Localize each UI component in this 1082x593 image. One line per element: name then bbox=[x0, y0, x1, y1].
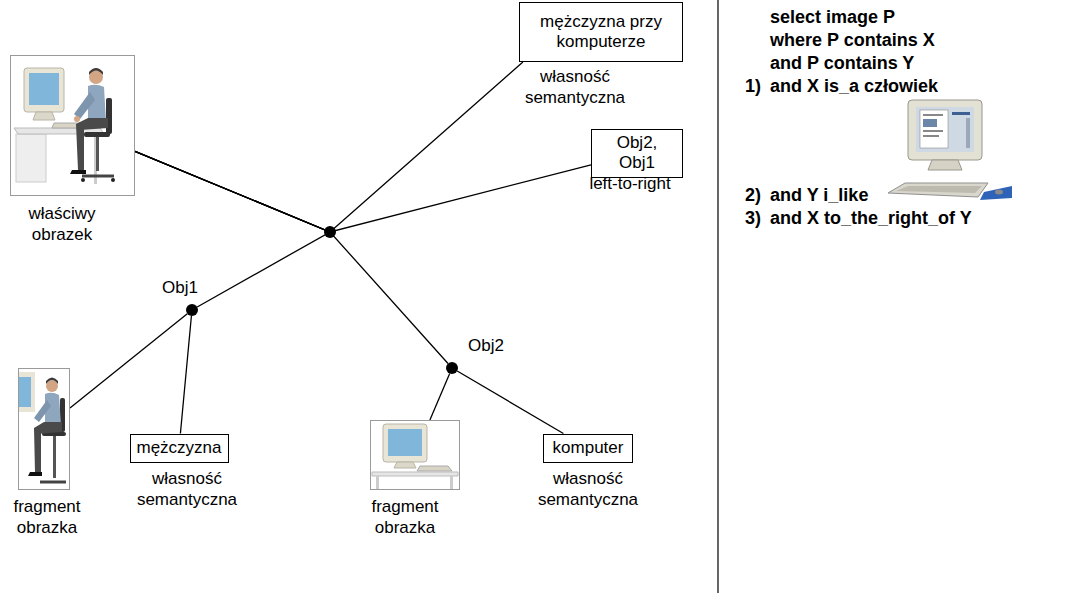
caption-text: własność semantyczna bbox=[517, 66, 633, 109]
picture-fragment-frame: fragment obrazka bbox=[370, 420, 460, 490]
separator-line bbox=[717, 0, 718, 593]
caption-text: właściwy obrazek bbox=[17, 203, 107, 246]
object-label: Obj1 bbox=[155, 277, 205, 298]
query-line: where P contains X bbox=[770, 29, 935, 51]
semantic-box: mężczyzna przy komputerzewłasność semant… bbox=[519, 2, 683, 62]
man-fragment-picture bbox=[18, 368, 70, 490]
query-line: and P contains Y bbox=[770, 52, 914, 74]
object-label: Obj2 bbox=[461, 335, 511, 356]
picture-fragment-frame: fragment obrazka bbox=[18, 368, 70, 490]
caption-text: fragment obrazka bbox=[5, 496, 89, 539]
caption-text: własność semantyczna bbox=[530, 468, 646, 511]
query-line: select image P bbox=[770, 6, 895, 28]
spatial-box: Obj2, Obj1left-to-right bbox=[591, 129, 683, 178]
computer-fragment-picture bbox=[370, 420, 460, 490]
query-line: and Y i_like bbox=[770, 184, 868, 206]
keyboard-icon bbox=[888, 183, 1012, 200]
box-text: mężczyzna przy komputerze bbox=[525, 12, 677, 53]
computer-icon bbox=[908, 100, 982, 170]
query-line: and X to_the_right_of Y bbox=[770, 207, 972, 229]
tree-connector bbox=[135, 151, 448, 363]
tree-connector bbox=[430, 374, 450, 421]
tree-connector bbox=[70, 314, 187, 408]
caption-text: fragment obrazka bbox=[363, 496, 447, 539]
box-text: komputer bbox=[553, 438, 624, 458]
callout-number: 3) bbox=[745, 207, 761, 229]
object-node-dot: Obj1 bbox=[186, 304, 198, 316]
box-text: Obj2, Obj1 bbox=[597, 133, 677, 174]
tree-connector bbox=[135, 151, 591, 232]
query-line: and X is_a człowiek bbox=[770, 75, 938, 97]
man-at-computer-picture bbox=[10, 55, 135, 196]
picture-frame: właściwy obrazek bbox=[10, 55, 135, 196]
junction-dot bbox=[324, 226, 336, 238]
caption-text: własność semantyczna bbox=[129, 468, 245, 511]
object-node-dot: Obj2 bbox=[446, 362, 458, 374]
semantic-box: komputerwłasność semantyczna bbox=[543, 434, 633, 463]
callout-number: 1) bbox=[745, 75, 761, 97]
tree-connector bbox=[457, 371, 563, 434]
box-text: mężczyzna bbox=[136, 438, 221, 458]
callout-number: 2) bbox=[745, 184, 761, 206]
caption-text: left-to-right bbox=[570, 173, 690, 194]
semantic-box: mężczyznawłasność semantyczna bbox=[130, 434, 229, 463]
tree-connector bbox=[135, 62, 523, 232]
tree-connector bbox=[180, 316, 191, 434]
tree-connector bbox=[135, 151, 330, 307]
